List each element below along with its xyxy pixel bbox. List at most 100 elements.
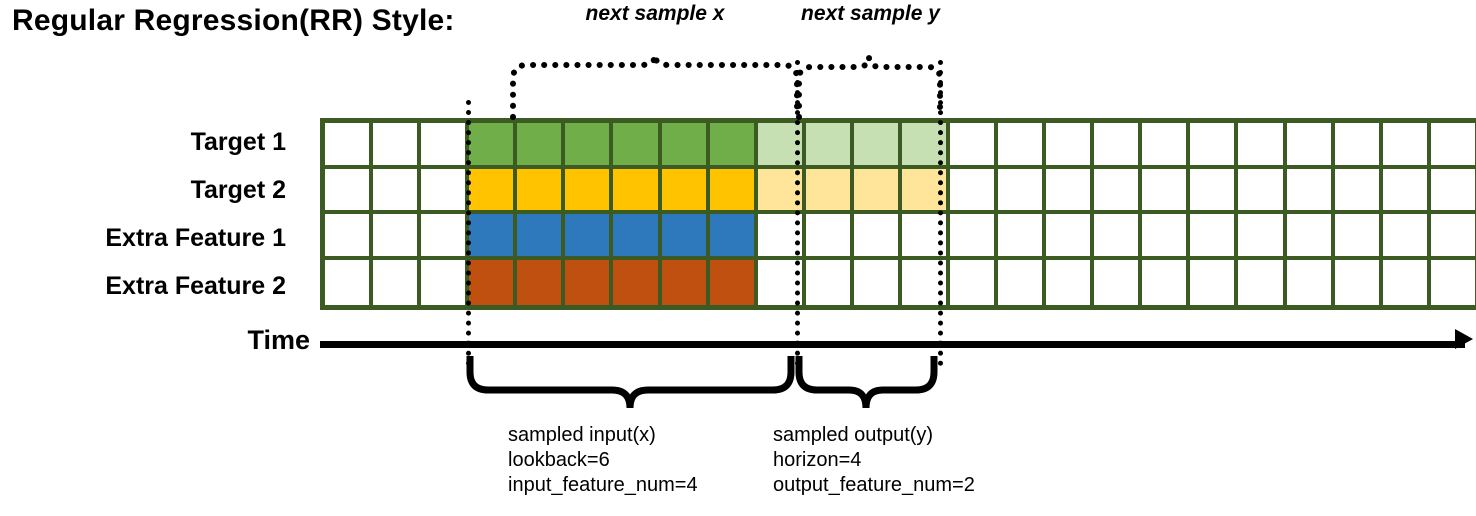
grid-cell — [1334, 123, 1383, 169]
grid-cell — [469, 123, 518, 169]
grid-cell — [325, 168, 374, 214]
grid-cell — [1142, 259, 1191, 305]
grid-cell — [1334, 168, 1383, 214]
grid-cell — [661, 123, 710, 169]
grid-cell — [1142, 214, 1191, 260]
grid-cell — [853, 168, 902, 214]
page-title: Regular Regression(RR) Style: — [12, 4, 455, 37]
row-label-target-1: Target 1 — [190, 127, 286, 156]
grid-cell — [1382, 168, 1431, 214]
time-axis-label: Time — [247, 325, 310, 355]
grid-cell — [1334, 214, 1383, 260]
grid-cell — [1094, 123, 1143, 169]
grid-cell — [950, 214, 999, 260]
grid-cell — [565, 123, 614, 169]
grid-cell — [950, 123, 999, 169]
top-brace-caption-y: next sample y — [801, 2, 940, 25]
bottom-brace-sampled-input — [466, 356, 795, 409]
grid-cell — [1142, 168, 1191, 214]
grid-cell — [1142, 123, 1191, 169]
grid-cell — [1238, 168, 1287, 214]
grid-cell — [998, 259, 1047, 305]
top-brace-next-sample-y — [796, 56, 943, 120]
grid-cell — [709, 259, 758, 305]
grid-cell — [1286, 214, 1335, 260]
grid-cell — [709, 168, 758, 214]
grid-cell — [805, 168, 854, 214]
guide-input-end — [795, 60, 800, 366]
grid-cell — [1046, 168, 1095, 214]
grid-cell — [1382, 259, 1431, 305]
grid-cell — [613, 214, 662, 260]
grid-cell — [421, 259, 470, 305]
grid-cell — [950, 168, 999, 214]
row-label-column: Target 1 Target 2 Extra Feature 1 Extra … — [0, 118, 320, 310]
grid-cell — [1190, 214, 1239, 260]
grid-cell — [1046, 259, 1095, 305]
grid-cell — [1430, 259, 1475, 305]
grid-row-extra-feature-1 — [325, 214, 1475, 260]
grid-cell — [613, 168, 662, 214]
grid-cell — [1334, 259, 1383, 305]
grid-cell — [661, 214, 710, 260]
row-label-extra-feature-2: Extra Feature 2 — [105, 271, 286, 300]
grid-cell — [1382, 123, 1431, 169]
grid-cell — [469, 214, 518, 260]
grid-cell — [325, 123, 374, 169]
annotation-sampled-input-line3: input_feature_num=4 — [508, 474, 698, 496]
grid-cell — [1430, 123, 1475, 169]
annotation-sampled-output-line3: output_feature_num=2 — [773, 474, 975, 496]
grid-cell — [853, 123, 902, 169]
grid-cell — [661, 168, 710, 214]
grid-cell — [853, 259, 902, 305]
guide-output-end — [938, 60, 943, 366]
grid-cell — [1382, 214, 1431, 260]
grid-cell — [373, 123, 422, 169]
grid-cell — [517, 259, 566, 305]
grid-cell — [1238, 259, 1287, 305]
grid-cell — [1190, 123, 1239, 169]
row-label-extra-feature-1: Extra Feature 1 — [105, 223, 286, 252]
grid-cell — [613, 259, 662, 305]
timeline-grid — [320, 118, 1476, 310]
top-brace-next-sample-x — [510, 54, 800, 120]
grid-cell — [613, 123, 662, 169]
grid-cell — [998, 123, 1047, 169]
grid-cell — [1238, 214, 1287, 260]
grid-cell — [1046, 214, 1095, 260]
annotation-sampled-input-line2: lookback=6 — [508, 449, 610, 471]
grid-cell — [1190, 168, 1239, 214]
grid-cell — [1286, 168, 1335, 214]
grid-cell — [565, 168, 614, 214]
grid-cell — [469, 259, 518, 305]
annotation-sampled-output-line1: sampled output(y) — [773, 424, 934, 446]
row-label-target-2: Target 2 — [190, 175, 286, 204]
annotation-sampled-input-line1: sampled input(x) — [508, 424, 656, 446]
grid-cell — [325, 214, 374, 260]
grid-cell — [805, 123, 854, 169]
grid-cell — [1286, 259, 1335, 305]
grid-cell — [853, 214, 902, 260]
annotation-sampled-input: sampled input(x) lookback=6 input_featur… — [508, 423, 698, 498]
grid-cell — [709, 123, 758, 169]
annotation-sampled-output-line2: horizon=4 — [773, 449, 862, 471]
time-axis-line — [320, 341, 1465, 348]
grid-cell — [805, 259, 854, 305]
grid-cell — [805, 214, 854, 260]
grid-cell — [421, 214, 470, 260]
grid-cell — [709, 214, 758, 260]
grid-cell — [421, 123, 470, 169]
grid-cell — [661, 259, 710, 305]
grid-cell — [1046, 123, 1095, 169]
grid-cell — [517, 214, 566, 260]
grid-cell — [565, 259, 614, 305]
grid-cell — [565, 214, 614, 260]
grid-cell — [998, 168, 1047, 214]
annotation-sampled-output: sampled output(y) horizon=4 output_featu… — [773, 423, 975, 498]
grid-cell — [1094, 168, 1143, 214]
grid-cell — [325, 259, 374, 305]
top-brace-caption-x: next sample x — [585, 2, 725, 25]
grid-row-target-2 — [325, 168, 1475, 214]
grid-cell — [1430, 214, 1475, 260]
